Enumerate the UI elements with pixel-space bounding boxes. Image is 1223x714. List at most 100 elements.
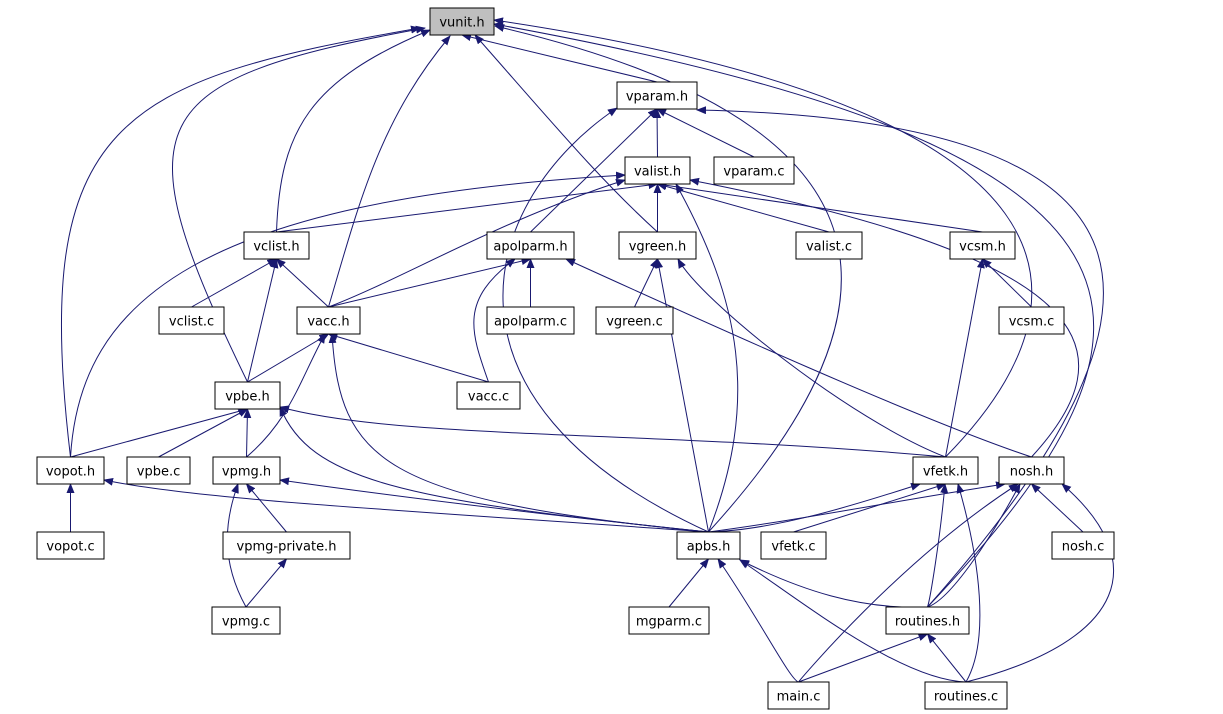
edge-mgparm-c-to-apbs-h [668, 558, 710, 608]
node-label: vclist.h [253, 240, 299, 255]
node-box [222, 531, 351, 560]
node-label: apbs.h [687, 540, 731, 555]
node-routines-c[interactable]: routines.c [924, 681, 1008, 710]
node-label: vgreen.c [606, 315, 663, 330]
node-vparam-h[interactable]: vparam.h [616, 81, 698, 110]
node-vacc-c[interactable]: vacc.c [456, 381, 521, 410]
node-valist-c[interactable]: valist.c [795, 231, 863, 260]
node-box [912, 456, 979, 485]
node-nosh-c[interactable]: nosh.c [1051, 531, 1115, 560]
node-label: nosh.c [1062, 540, 1105, 555]
node-apbs-h[interactable]: apbs.h [676, 531, 741, 560]
edge-vparam-h-to-vunit-h [461, 33, 658, 83]
node-vclist-c[interactable]: vclist.c [158, 306, 225, 335]
edge-routines-h-to-apbs-h [739, 559, 928, 608]
edge-apbs-h-to-vpbe-h [279, 406, 709, 533]
edge-apbs-h-to-nosh-h [708, 481, 1006, 533]
node-vparam-c[interactable]: vparam.c [713, 156, 795, 185]
node-vfetk-c[interactable]: vfetk.c [760, 531, 827, 560]
edge-apbs-h-to-valist-h [675, 183, 739, 533]
node-label: vfetk.h [923, 465, 968, 480]
node-box [456, 381, 521, 410]
edges-layer [60, 17, 1114, 683]
node-box [36, 531, 105, 560]
edge-vacc-h-to-apolparm-h [328, 257, 532, 308]
node-box [618, 231, 697, 260]
node-box [595, 306, 674, 335]
edge-nosh-h-to-apolparm-h [565, 258, 1032, 458]
edge-vacc-h-to-valist-h [328, 178, 626, 308]
node-label: vpmg-private.h [237, 540, 337, 555]
node-box [924, 681, 1008, 710]
node-vgreen-c[interactable]: vgreen.c [595, 306, 674, 335]
edge-main-c-to-routines-h [798, 633, 929, 683]
node-box [486, 306, 575, 335]
edge-vpmg-c-to-vpmg-private-h [245, 558, 288, 608]
node-label: vparam.c [723, 165, 784, 180]
node-label: vacc.h [307, 315, 349, 330]
node-valist-h[interactable]: valist.h [624, 156, 691, 185]
node-box [429, 7, 495, 36]
node-box [1051, 531, 1115, 560]
node-box [767, 681, 830, 710]
edge-vopot-h-to-valist-h [70, 171, 626, 458]
node-vpbe-c[interactable]: vpbe.c [126, 456, 191, 485]
nodes-layer: vunit.h vparam.h valist.h vparam.c vclist.h a… [36, 7, 1115, 710]
node-label: valist.c [806, 240, 852, 255]
edge-vclist-h-to-valist-h [276, 181, 659, 233]
node-apolparm-c[interactable]: apolparm.c [486, 306, 575, 335]
edge-vclist-c-to-vclist-h [191, 258, 278, 308]
node-vgreen-h[interactable]: vgreen.h [618, 231, 697, 260]
edge-nosh-c-to-nosh-h [1030, 483, 1084, 533]
edge-vacc-c-to-vacc-h [327, 332, 489, 383]
edge-vparam-c-to-vparam-h [656, 108, 755, 158]
edge-routines-c-to-vfetk-h [956, 483, 981, 683]
node-apolparm-h[interactable]: apolparm.h [486, 231, 575, 260]
edge-apolparm-h-to-vparam-h [530, 108, 658, 233]
node-box [713, 156, 795, 185]
node-label: valist.h [634, 165, 681, 180]
node-box [243, 231, 310, 260]
node-vopot-c[interactable]: vopot.c [36, 531, 105, 560]
edge-vgreen-c-to-vgreen-h [634, 258, 658, 308]
node-label: vunit.h [439, 16, 484, 31]
node-vpmg-h[interactable]: vpmg.h [212, 456, 281, 485]
node-label: main.c [777, 690, 821, 705]
node-label: vpbe.h [225, 390, 270, 405]
edge-apbs-h-to-vunit-h [494, 24, 842, 533]
node-nosh-h[interactable]: nosh.h [998, 456, 1065, 485]
edge-vpmg-private-h-to-vpmg-h [245, 483, 287, 533]
edge-vacc-h-to-vunit-h [328, 35, 451, 308]
edge-routines-h-to-vunit-h [493, 21, 1095, 608]
node-box [212, 456, 281, 485]
edge-vpbe-c-to-vpbe-h [158, 408, 249, 458]
node-vacc-h[interactable]: vacc.h [296, 306, 361, 335]
node-label: apolparm.h [493, 240, 567, 255]
node-routines-h[interactable]: routines.h [885, 606, 970, 635]
edge-vclist-h-to-vunit-h [276, 29, 431, 233]
edge-vopot-h-to-vunit-h [60, 25, 421, 458]
node-mgparm-c[interactable]: mgparm.c [628, 606, 710, 635]
node-box [211, 606, 281, 635]
node-main-c[interactable]: main.c [767, 681, 830, 710]
node-vclist-h[interactable]: vclist.h [243, 231, 310, 260]
node-box [214, 381, 281, 410]
node-label: vpbe.c [137, 465, 180, 480]
node-box [795, 231, 863, 260]
edge-routines-h-to-vfetk-h [927, 483, 949, 608]
node-vunit-h[interactable]: vunit.h [429, 7, 495, 36]
edge-vpbe-h-to-vclist-h [247, 258, 279, 383]
node-vcsm-h[interactable]: vcsm.h [949, 231, 1016, 260]
node-vpmg-c[interactable]: vpmg.c [211, 606, 281, 635]
edge-routines-h-to-vparam-h [696, 106, 1104, 608]
node-label: vgreen.h [629, 240, 687, 255]
node-vopot-h[interactable]: vopot.h [36, 456, 105, 485]
node-vpbe-h[interactable]: vpbe.h [214, 381, 281, 410]
edge-vcsm-h-to-valist-h [656, 181, 983, 233]
node-vcsm-c[interactable]: vcsm.c [998, 306, 1065, 335]
node-vfetk-h[interactable]: vfetk.h [912, 456, 979, 485]
edge-apbs-h-to-vpmg-h [279, 477, 709, 533]
node-vpmg-private-h[interactable]: vpmg-private.h [222, 531, 351, 560]
edge-vopot-h-to-vpbe-h [70, 407, 249, 458]
edge-vfetk-h-to-vunit-h [493, 17, 1033, 458]
